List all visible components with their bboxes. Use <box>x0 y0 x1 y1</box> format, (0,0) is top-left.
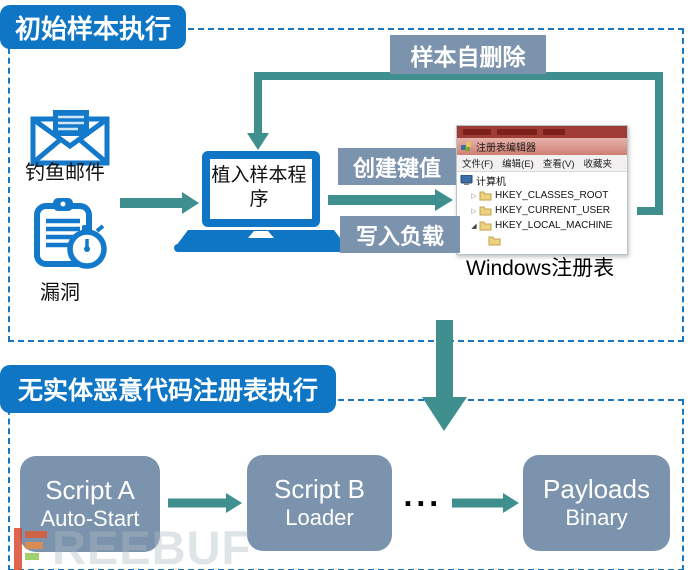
ellipsis-label: ... <box>403 483 442 513</box>
node-payloads: Payloads Binary <box>523 455 670 551</box>
registry-menubar: 文件(F) 编辑(E) 查看(V) 收藏夹 <box>457 155 627 172</box>
menu-favorites: 收藏夹 <box>583 159 612 170</box>
folder-icon <box>479 206 492 216</box>
menu-view: 查看(V) <box>542 159 575 170</box>
laptop-screen-label: 植入样本程序 <box>211 165 307 210</box>
registry-caption: Windows注册表 <box>466 257 615 280</box>
redacted-block <box>463 129 491 135</box>
vulnerability-label: 漏洞 <box>40 282 80 304</box>
tree-item-hkey-local-machine: ◢ HKEY_LOCAL_MACHINE <box>460 218 627 233</box>
node-script-a: Script A Auto-Start <box>20 456 160 552</box>
tree-item-computer: 计算机 <box>460 173 627 188</box>
tree-item-hkey-current-user: ▷ HKEY_CURRENT_USER <box>460 203 627 218</box>
tree-item-hkey-classes-root: ▷ HKEY_CLASSES_ROOT <box>460 188 627 203</box>
tree-item-partial <box>460 233 627 248</box>
vulnerability-icon <box>33 197 109 276</box>
section-title-initial-execution: 初始样本执行 <box>0 5 186 49</box>
collapsed-arrow-icon: ▷ <box>471 207 477 215</box>
folder-icon <box>479 191 492 201</box>
registry-titlebar: 注册表编辑器 <box>457 138 627 155</box>
menu-edit: 编辑(E) <box>502 159 534 170</box>
self-delete-label: 样本自删除 <box>390 35 546 74</box>
registry-app-icon <box>461 142 471 151</box>
phishing-email-label: 钓鱼邮件 <box>25 162 105 184</box>
registry-window-title: 注册表编辑器 <box>476 143 536 154</box>
node-script-b: Script B Loader <box>247 455 392 551</box>
folder-icon <box>479 221 492 231</box>
registry-editor-window: 注册表编辑器 文件(F) 编辑(E) 查看(V) 收藏夹 计算机 ▷ HKEY_… <box>456 125 628 255</box>
registry-tree: 计算机 ▷ HKEY_CLASSES_ROOT ▷ HKEY_CURRENT_U… <box>457 172 627 248</box>
phishing-email-icon <box>30 104 110 171</box>
section-title-fileless-registry-execution: 无实体恶意代码注册表执行 <box>0 365 336 413</box>
collapsed-arrow-icon: ▷ <box>471 192 477 200</box>
background-window-bar <box>457 126 627 138</box>
initial-section-border <box>8 28 684 342</box>
create-key-label: 创建键值 <box>338 148 456 185</box>
computer-icon <box>460 175 473 185</box>
write-payload-label: 写入负载 <box>340 216 460 253</box>
folder-icon <box>488 236 501 246</box>
redacted-block <box>543 129 565 135</box>
expanded-arrow-icon: ◢ <box>471 222 477 230</box>
menu-file: 文件(F) <box>462 159 494 170</box>
redacted-block <box>497 129 537 135</box>
